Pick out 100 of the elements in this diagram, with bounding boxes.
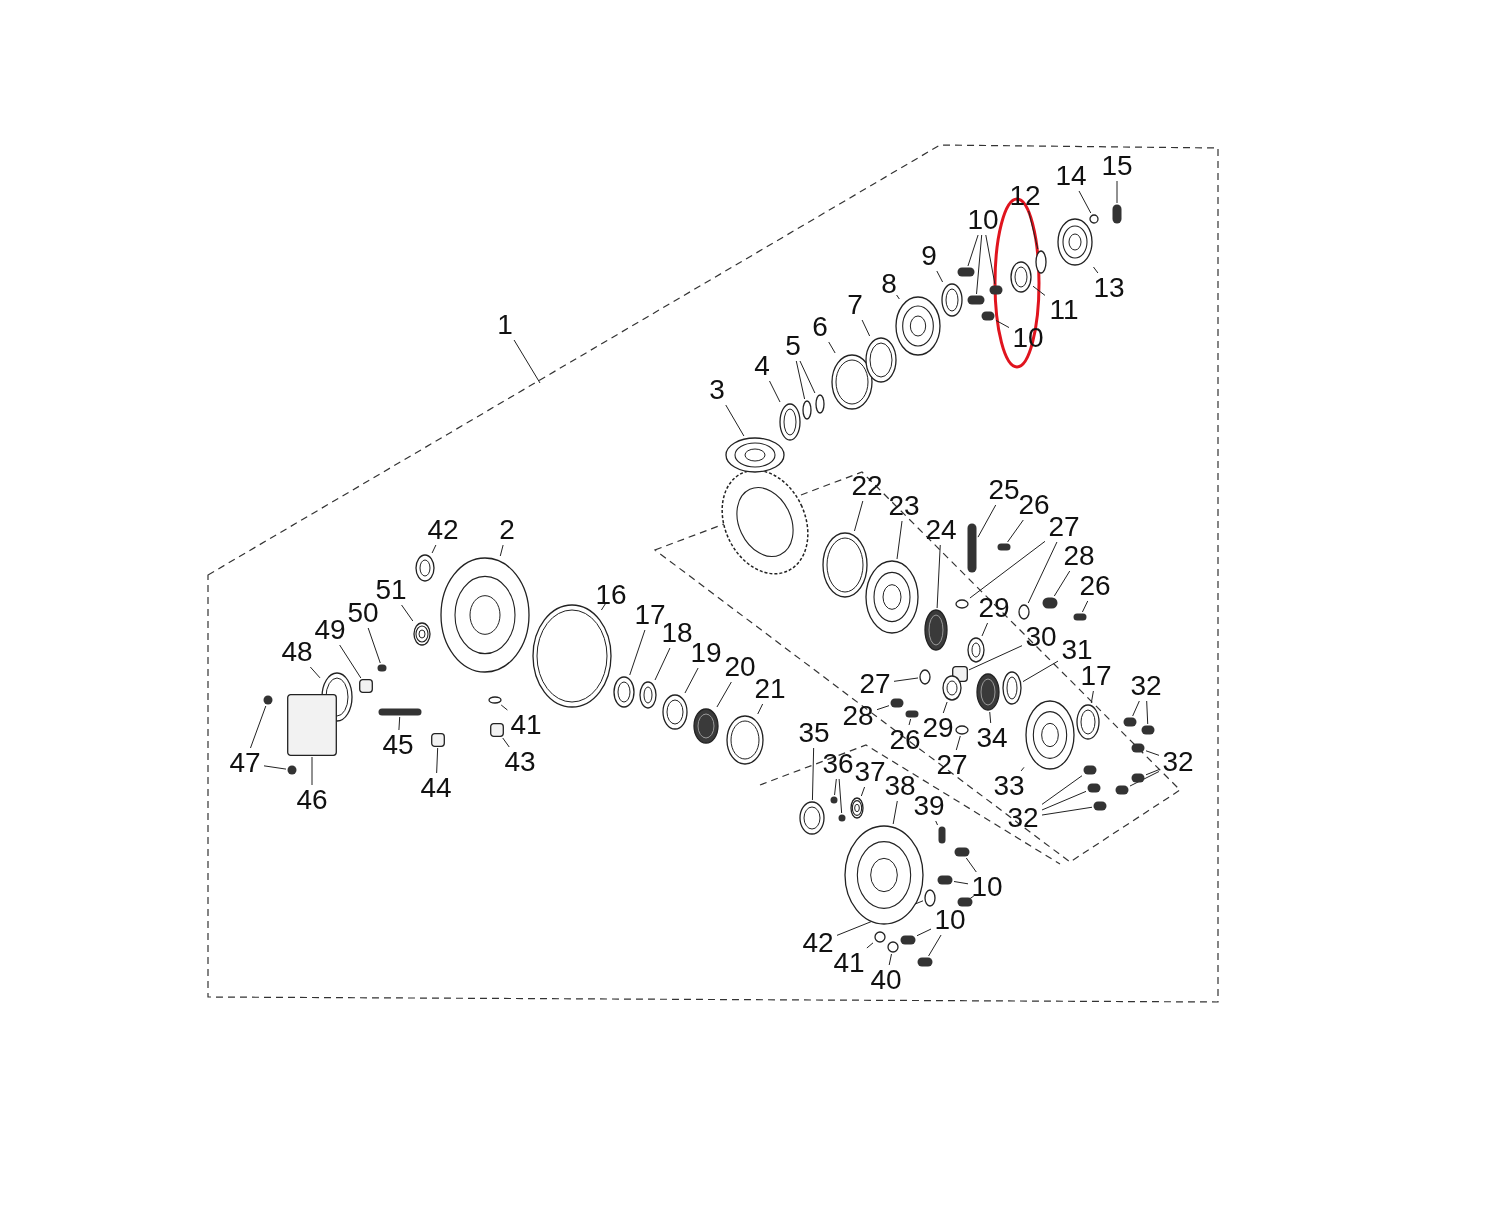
bolt-part: [981, 311, 995, 321]
component-drawing: [844, 825, 924, 925]
ring-part: [693, 708, 719, 744]
ring-part: [532, 604, 612, 708]
callout-number: 27: [1048, 513, 1080, 541]
ring-part: [815, 394, 825, 414]
leader-line: [834, 778, 837, 796]
ring-part: [1035, 250, 1047, 274]
leader-line: [955, 735, 961, 751]
bolt-part: [1042, 597, 1058, 609]
ring-part: [779, 403, 801, 441]
ring-part: [887, 941, 899, 953]
callout-number: 26: [889, 726, 921, 754]
ring-part: [639, 681, 657, 709]
leader-line: [654, 647, 671, 681]
leader-line: [928, 934, 942, 957]
callout-number: 42: [802, 929, 834, 957]
leader-line: [401, 604, 414, 622]
ring-part: [415, 554, 435, 582]
leader-line: [499, 544, 504, 557]
leader-line: [684, 667, 699, 694]
ring-part: [967, 637, 985, 663]
leader-line: [1041, 775, 1083, 805]
callout-number: 27: [936, 751, 968, 779]
bolt-part: [954, 847, 970, 857]
callout-number: 9: [921, 242, 937, 270]
ring-part: [976, 673, 1000, 711]
leader-line: [1145, 750, 1160, 756]
leader-line: [989, 711, 992, 724]
leader-line: [892, 800, 898, 825]
callout-number: 26: [1018, 491, 1050, 519]
leader-line: [757, 703, 764, 715]
leader-line: [981, 622, 989, 637]
leader-line: [1090, 690, 1094, 704]
callout-number: 12: [1009, 182, 1041, 210]
callout-number: 2: [499, 516, 515, 544]
block-part: [490, 723, 504, 737]
leader-line: [799, 360, 816, 394]
ring-part: [1076, 704, 1100, 740]
leader-line: [976, 234, 983, 295]
bolt-part: [937, 875, 953, 885]
leader-line: [1129, 771, 1160, 787]
bolt-part: [905, 710, 919, 718]
callout-number: 3: [709, 376, 725, 404]
leader-line: [811, 747, 815, 801]
leader-line: [600, 602, 607, 611]
bolt-part: [1131, 773, 1145, 783]
leader-line: [1145, 769, 1160, 776]
leader-line: [860, 786, 866, 797]
bolt-part: [957, 897, 973, 907]
leader-line: [893, 677, 919, 682]
callout-number: 37: [854, 758, 886, 786]
callout-number: 20: [724, 653, 756, 681]
leader-line: [250, 705, 267, 749]
block-part: [359, 679, 373, 693]
leader-line: [1007, 519, 1024, 543]
callout-number: 45: [382, 731, 414, 759]
block-part: [287, 694, 337, 756]
ring-part: [488, 696, 502, 704]
ring-part: [865, 337, 897, 383]
leader-line: [896, 294, 900, 300]
leader-line: [513, 339, 541, 384]
callout-number: 41: [833, 949, 865, 977]
ring-part: [955, 725, 969, 735]
callout-number: 49: [314, 616, 346, 644]
bolt-part: [287, 765, 297, 775]
leader-line: [263, 765, 287, 770]
leader-line: [967, 234, 979, 267]
leader-line: [311, 756, 313, 786]
callout-number: 33: [993, 772, 1025, 800]
leader-line: [1146, 700, 1149, 725]
leader-line: [1078, 190, 1092, 214]
callout-number: 24: [925, 516, 957, 544]
leader-line: [367, 627, 381, 664]
leader-line: [1022, 660, 1059, 683]
ring-part: [726, 715, 764, 765]
leader-line: [967, 895, 975, 901]
callout-number: 43: [504, 748, 536, 776]
leader-line: [935, 820, 938, 826]
bolt-part: [838, 814, 846, 822]
leader-line: [339, 644, 362, 679]
component-drawing: [440, 557, 530, 673]
callout-number: 7: [847, 291, 863, 319]
ring-part: [802, 400, 812, 420]
callout-number: 18: [661, 619, 693, 647]
callout-number: 10: [967, 206, 999, 234]
leader-line: [896, 520, 903, 560]
bolt-part: [378, 708, 422, 716]
component-drawing: [1025, 700, 1075, 770]
callout-number: 46: [296, 786, 328, 814]
bolt-part: [830, 796, 838, 804]
ring-part: [613, 676, 635, 708]
leader-line: [431, 544, 437, 554]
bolt-part: [1141, 725, 1155, 735]
bolt-part: [890, 698, 904, 708]
leader-line: [942, 701, 948, 714]
leader-line: [995, 319, 1010, 329]
callout-number: 29: [978, 594, 1010, 622]
component-drawing: [865, 560, 919, 634]
ring-part: [924, 889, 936, 907]
